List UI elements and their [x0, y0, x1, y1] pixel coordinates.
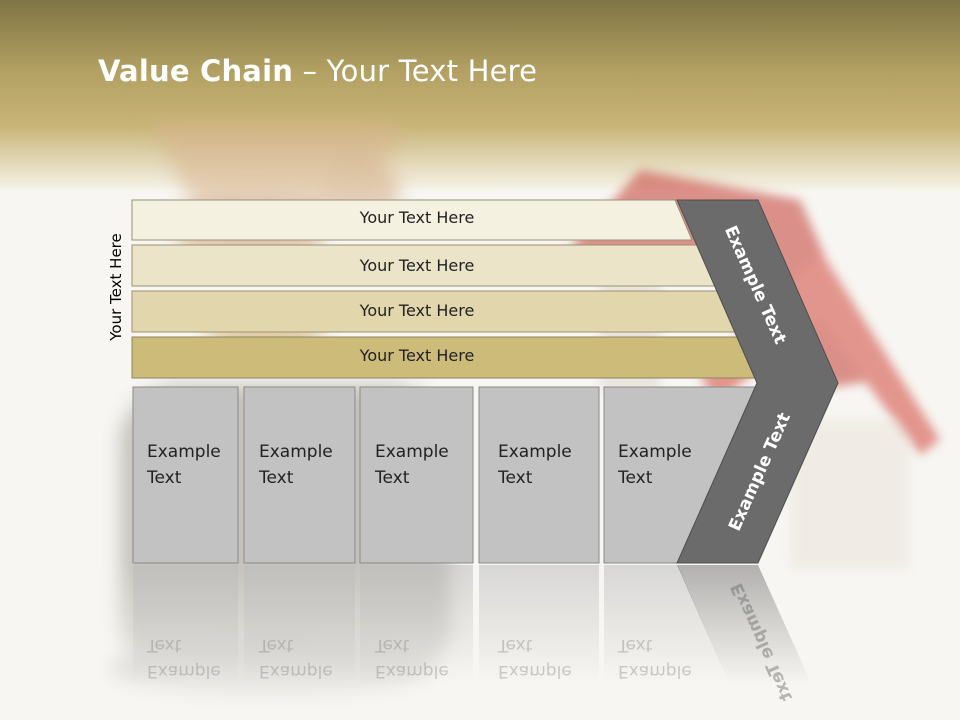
cell-1-reflection-line1: Example — [147, 661, 221, 681]
cell-1 — [132, 386, 239, 564]
cell-2-reflection — [244, 565, 355, 685]
bar-4-label: Your Text Here — [359, 346, 475, 365]
cell-1-reflection — [133, 565, 238, 685]
bar-1-label: Your Text Here — [359, 208, 475, 227]
cell-4 — [478, 386, 600, 564]
title-rest: – Your Text Here — [293, 54, 538, 88]
cell-2-line2: Text — [259, 468, 294, 488]
cell-1-line1: Example — [147, 442, 221, 462]
cell-1-label-reflection: Example Text — [147, 632, 247, 684]
bar-3-label: Your Text Here — [359, 301, 475, 320]
slide-title: Value Chain – Your Text Here — [98, 54, 537, 88]
cell-4-reflection — [479, 565, 599, 685]
cell-5-reflection-line1: Example — [618, 661, 692, 681]
cell-5-reflection-line2: Text — [618, 635, 653, 655]
cell-3-reflection — [360, 565, 473, 685]
chevron-reflection — [677, 565, 812, 685]
cell-3-reflection-line1: Example — [375, 661, 449, 681]
cell-5-label: Example Text — [618, 439, 718, 491]
cell-5-label-reflection: Example Text — [618, 632, 718, 684]
header-band — [0, 0, 960, 190]
cell-2 — [243, 386, 356, 564]
cell-2-reflection-line2: Text — [259, 635, 294, 655]
cell-4-line1: Example — [498, 442, 572, 462]
cell-3-label-reflection: Example Text — [375, 632, 475, 684]
cell-2-line1: Example — [259, 442, 333, 462]
cell-3-line1: Example — [375, 442, 449, 462]
cell-4-label-reflection: Example Text — [498, 632, 598, 684]
cell-2-reflection-line1: Example — [259, 661, 333, 681]
cell-5-line2: Text — [618, 468, 653, 488]
cell-2-label: Example Text — [259, 439, 359, 491]
cell-1-label: Example Text — [147, 439, 247, 491]
cell-3-line2: Text — [375, 468, 410, 488]
cell-2-label-reflection: Example Text — [259, 632, 359, 684]
cell-4-reflection-line1: Example — [498, 661, 572, 681]
cell-3-label: Example Text — [375, 439, 475, 491]
cell-1-line2: Text — [147, 468, 182, 488]
cell-1-reflection-line2: Text — [147, 635, 182, 655]
bar-1 — [131, 199, 693, 241]
cell-3 — [359, 386, 474, 564]
title-bold: Value Chain — [98, 54, 294, 88]
bar-2-label: Your Text Here — [359, 256, 475, 275]
cell-5-reflection — [604, 565, 730, 685]
cell-5-line1: Example — [618, 442, 692, 462]
cell-3-reflection-line2: Text — [375, 635, 410, 655]
chevron-arrow — [676, 199, 839, 564]
cell-4-label: Example Text — [498, 439, 598, 491]
cell-4-reflection-line2: Text — [498, 635, 533, 655]
cell-4-line2: Text — [498, 468, 533, 488]
